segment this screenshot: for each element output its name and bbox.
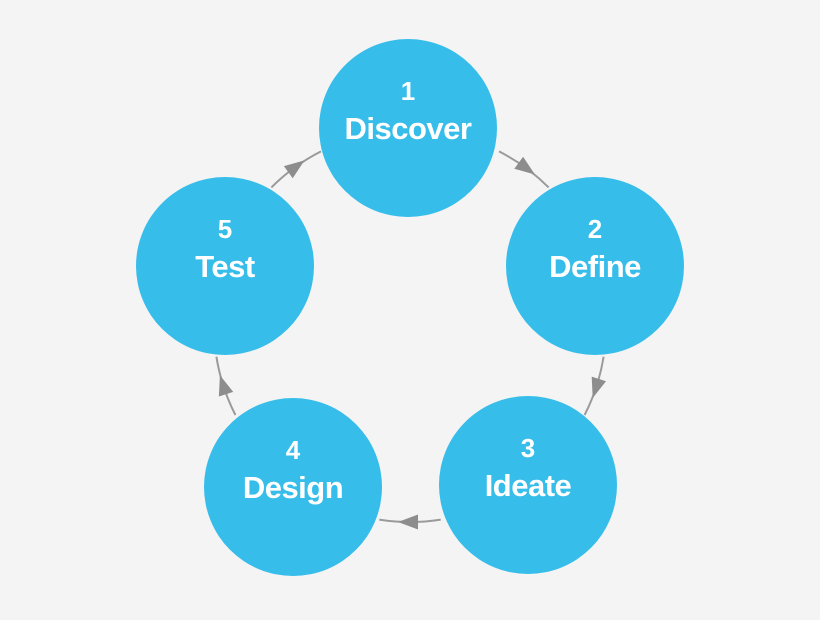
arrowhead-icon xyxy=(514,156,535,175)
step-label: Test xyxy=(195,248,255,284)
arrowhead-icon xyxy=(591,376,606,398)
step-label: Discover xyxy=(344,110,472,146)
arrow-test-to-discover xyxy=(270,150,322,189)
arrowhead-icon xyxy=(218,375,234,397)
step-number: 2 xyxy=(587,213,603,244)
step-label: Ideate xyxy=(484,467,572,503)
arrowhead-icon xyxy=(398,514,418,530)
step-content: 5 Test xyxy=(195,213,255,285)
arrow-discover-to-define xyxy=(498,150,550,189)
step-content: 4 Design xyxy=(242,434,344,506)
step-content: 3 Ideate xyxy=(485,433,572,504)
arrow-ideate-to-design xyxy=(379,514,441,530)
step-number: 5 xyxy=(217,213,233,244)
step-circle-discover: 1 Discover xyxy=(319,39,497,217)
step-content: 1 Discover xyxy=(345,76,472,147)
step-number: 4 xyxy=(285,434,301,465)
arrow-define-to-ideate xyxy=(583,356,606,416)
step-number: 1 xyxy=(400,75,416,106)
step-circle-ideate: 3 Ideate xyxy=(439,396,617,574)
step-number: 3 xyxy=(520,432,536,463)
arrowhead-icon xyxy=(283,160,305,179)
step-label: Design xyxy=(242,469,344,505)
step-label: Define xyxy=(549,248,641,284)
step-circle-test: 5 Test xyxy=(136,177,314,355)
step-circle-define: 2 Define xyxy=(506,177,684,355)
arrow-design-to-test xyxy=(215,356,237,416)
step-content: 2 Define xyxy=(549,214,641,285)
step-circle-design: 4 Design xyxy=(204,398,382,576)
